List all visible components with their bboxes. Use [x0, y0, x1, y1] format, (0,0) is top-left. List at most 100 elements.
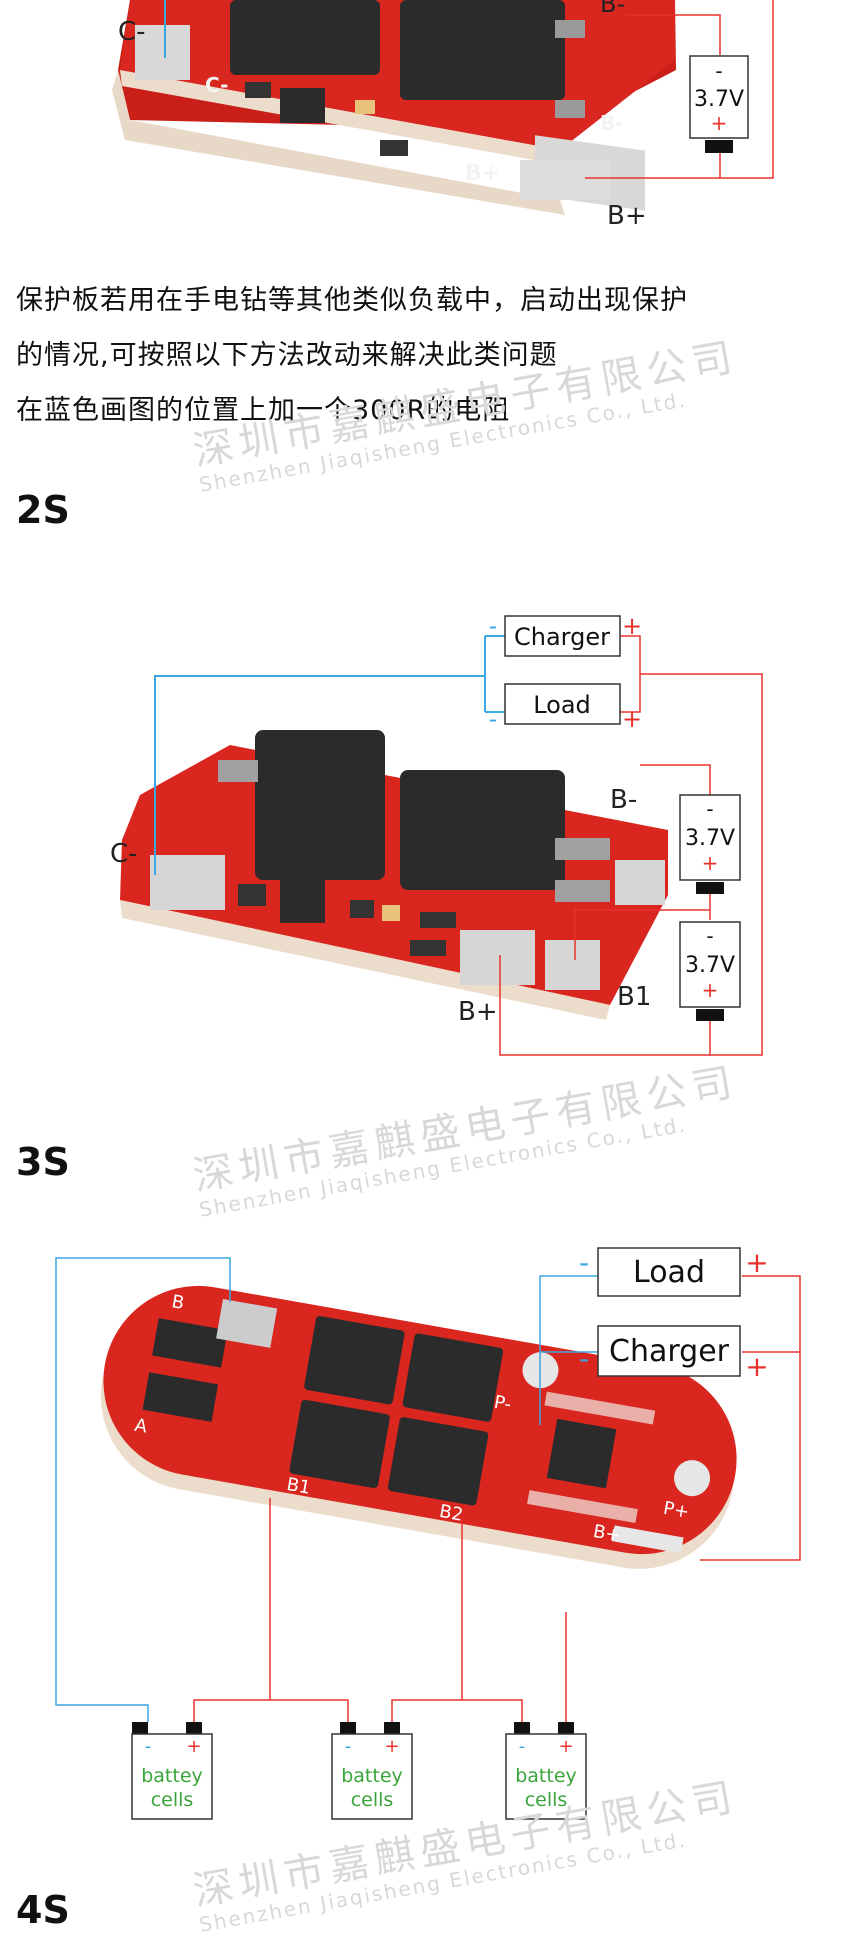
- cell3-2-minus: -: [345, 1736, 352, 1757]
- heading-4s: 4S: [16, 1888, 70, 1932]
- cell1-plus: +: [702, 851, 719, 875]
- cell-plus-sign: +: [711, 111, 728, 135]
- load-minus-2s: -: [489, 705, 498, 733]
- cell-voltage: 3.7V: [694, 87, 744, 112]
- watermark-2: 深圳市嘉麒盛电子有限公司 Shenzhen Jiaqisheng Electro…: [188, 1055, 742, 1222]
- cell3-1-label-1: battey: [141, 1765, 203, 1787]
- pad-b-plus-2s: [460, 930, 535, 985]
- intro-line-3: 在蓝色画图的位置上加一个300R的电阻: [16, 395, 511, 426]
- battery-cell-3s-2: - + battey cells: [331, 1722, 413, 1820]
- board-label-bplus: B+: [591, 1521, 622, 1546]
- charger-plus-2s: +: [622, 612, 642, 640]
- watermark-cn: 深圳市嘉麒盛电子有限公司: [189, 1058, 742, 1201]
- charger-box-2s: [504, 615, 621, 657]
- label-b-minus-2s: B-: [610, 785, 637, 815]
- mosfet-3s-4: [387, 1417, 489, 1506]
- diagram-2s: Charger - + Load - + - 3.7V + - 3.7V + C…: [110, 612, 763, 1056]
- charger-minus-3s: -: [579, 1342, 589, 1375]
- cell3-1-minus: -: [145, 1736, 152, 1757]
- mosfet-3s-1: [304, 1316, 405, 1405]
- mosfet-1: [230, 0, 380, 75]
- pad-b-minus-2s: [615, 860, 665, 905]
- wire-b-3s: [193, 1498, 271, 1722]
- diagram-3s: B A B1 B2 P- P+ B+ Load - + Charger - + …: [55, 1246, 801, 1820]
- cell3-2-plus: +: [384, 1736, 399, 1757]
- ic-chip: [280, 88, 325, 123]
- ic-chip-2s: [280, 878, 325, 923]
- board-label-b1: B1: [285, 1474, 312, 1499]
- charger-label-3s: Charger: [609, 1334, 730, 1369]
- cell3-2-label-1: battey: [341, 1765, 403, 1787]
- pad-c-minus: [135, 25, 190, 80]
- board-c-label: C-: [205, 73, 228, 97]
- diagram-1s: C- B- B+ - 3.7V + C- B- B+: [112, 0, 774, 231]
- wire-p-plus-3s: [700, 1275, 801, 1561]
- label-c-minus-2s: C-: [110, 839, 138, 869]
- cell3-3-label-1: battey: [515, 1765, 577, 1787]
- wire-b2-3s: [391, 1520, 463, 1722]
- resistor-r003-2: [142, 1372, 219, 1422]
- board-label-pminus: P-: [492, 1392, 512, 1416]
- watermark-en: Shenzhen Jiaqisheng Electronics Co., Ltd…: [197, 1112, 689, 1222]
- resistor-r003-1: [152, 1318, 228, 1368]
- cell2-voltage: 3.7V: [685, 953, 735, 978]
- pad-c-minus-2s: [150, 855, 225, 910]
- heading-2s: 2S: [16, 488, 70, 532]
- wire-b1-2s: [574, 909, 710, 960]
- cell3-2-label-2: cells: [351, 1789, 394, 1811]
- wire-p-minus-3s: [539, 1275, 598, 1425]
- intro-line-1: 保护板若用在手电钻等其他类似负载中，启动出现保护: [16, 285, 688, 316]
- wire-plus-2s: [620, 635, 641, 713]
- load-plus-3s: +: [745, 1246, 768, 1279]
- load-box-2s: [504, 683, 621, 725]
- battery-cell-3s-1: - + battey cells: [131, 1722, 213, 1820]
- battery-cell-2s-2: [679, 921, 741, 1008]
- mosfet-3s-2: [402, 1333, 504, 1422]
- label-b1-2s: B1: [617, 982, 651, 1012]
- board-label-b2: B2: [438, 1501, 465, 1526]
- board-label-b: B: [170, 1291, 186, 1314]
- cell3-3-minus: -: [519, 1736, 526, 1757]
- wire-b-minus: [625, 14, 721, 55]
- battery-cell-1s: [689, 55, 749, 139]
- label-c-minus: C-: [118, 17, 146, 47]
- load-minus-3s: -: [579, 1246, 589, 1279]
- charger-label-2s: Charger: [514, 623, 610, 651]
- cell3-1-label-2: cells: [151, 1789, 194, 1811]
- wire-b-plus-2s: [499, 673, 763, 1056]
- pad-p-plus: [674, 1460, 711, 1497]
- load-label-3s: Load: [633, 1255, 705, 1290]
- load-label-2s: Load: [533, 691, 591, 719]
- board-b-minus-label: B-: [600, 111, 624, 135]
- charger-minus-2s: -: [489, 612, 498, 640]
- charger-plus-3s: +: [745, 1350, 768, 1383]
- pcb-edge-1s: [112, 70, 565, 215]
- charger-box-3s: [597, 1325, 741, 1377]
- mosfet-2: [400, 0, 565, 100]
- battery-cell-2s-1: [679, 794, 741, 881]
- label-b-minus: B-: [600, 0, 625, 18]
- board-b-plus-label: B+: [465, 161, 500, 186]
- mosfet-3s-3: [289, 1399, 390, 1489]
- board-label-pplus: P+: [662, 1498, 691, 1523]
- heading-3s: 3S: [16, 1140, 70, 1184]
- pad-b-plus: [520, 160, 610, 200]
- mosfet-2s-1: [255, 730, 385, 880]
- wire-b-minus-2s: [640, 764, 711, 795]
- cell3-1-plus: +: [186, 1736, 201, 1757]
- cell1-voltage: 3.7V: [685, 826, 735, 851]
- board-label-a: A: [133, 1415, 149, 1438]
- load-plus-2s: +: [622, 705, 642, 733]
- pcb-edge-2s: [120, 900, 610, 1020]
- cell3-3-plus: +: [558, 1736, 573, 1757]
- intro-line-2: 的情况,可按照以下方法改动来解决此类问题: [16, 340, 558, 371]
- wire-b-minus-3s: [55, 1257, 231, 1722]
- wire-c-minus-2s: [154, 675, 485, 875]
- mosfet-2s-2: [400, 770, 565, 890]
- load-box-3s: [597, 1247, 741, 1297]
- battery-cell-3s-3: - + battey cells: [505, 1722, 587, 1820]
- protection-ic: [546, 1418, 617, 1489]
- wire-b-plus: [719, 0, 774, 179]
- label-b-plus: B+: [607, 201, 647, 231]
- cell-minus-sign: -: [715, 59, 722, 83]
